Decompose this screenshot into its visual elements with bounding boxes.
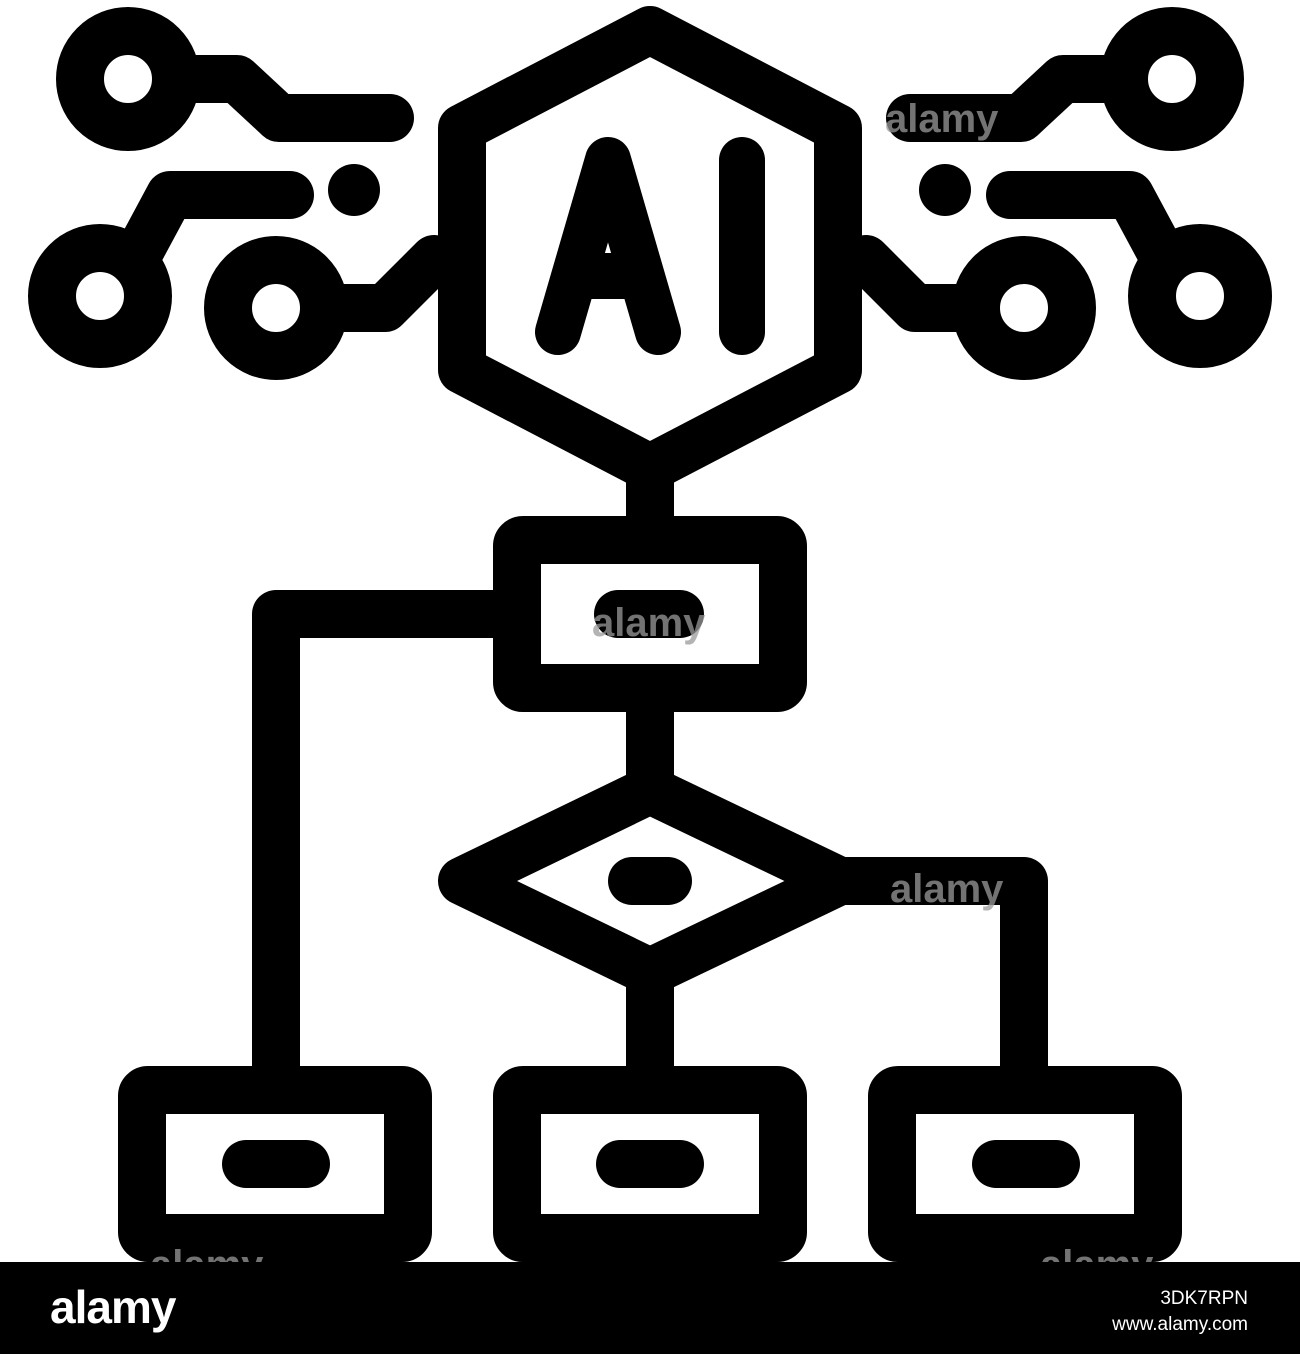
circuit-trace <box>842 235 1000 332</box>
alamy-logo: alamy <box>50 1281 176 1333</box>
circuit-trace <box>986 171 1190 286</box>
connector-line <box>816 857 1048 1114</box>
circuit-trace <box>886 55 1148 142</box>
connector-line <box>252 590 541 1114</box>
circuit-trace <box>110 171 314 286</box>
watermark-text: alamy <box>890 867 1004 911</box>
site-url-label: www.alamy.com <box>1112 1314 1248 1335</box>
circuit-trace <box>152 55 414 142</box>
circuit-trace <box>300 235 458 332</box>
watermark-text: alamy <box>885 97 999 141</box>
circuit-dot-icon <box>328 164 380 216</box>
watermark-text: alamy <box>592 601 706 645</box>
process-box-bottom-left <box>118 1066 432 1262</box>
stock-footer-bar: alamy 3DK7RPN www.alamy.com <box>0 1262 1300 1354</box>
process-box-bottom-right <box>868 1066 1182 1262</box>
circuit-node-icon <box>1128 224 1272 368</box>
image-id-label: 3DK7RPN <box>1160 1288 1248 1309</box>
circuit-node-icon <box>28 224 172 368</box>
ai-letter-a <box>535 137 681 355</box>
process-box-bottom-middle <box>493 1066 807 1262</box>
circuit-dot-icon <box>919 164 971 216</box>
